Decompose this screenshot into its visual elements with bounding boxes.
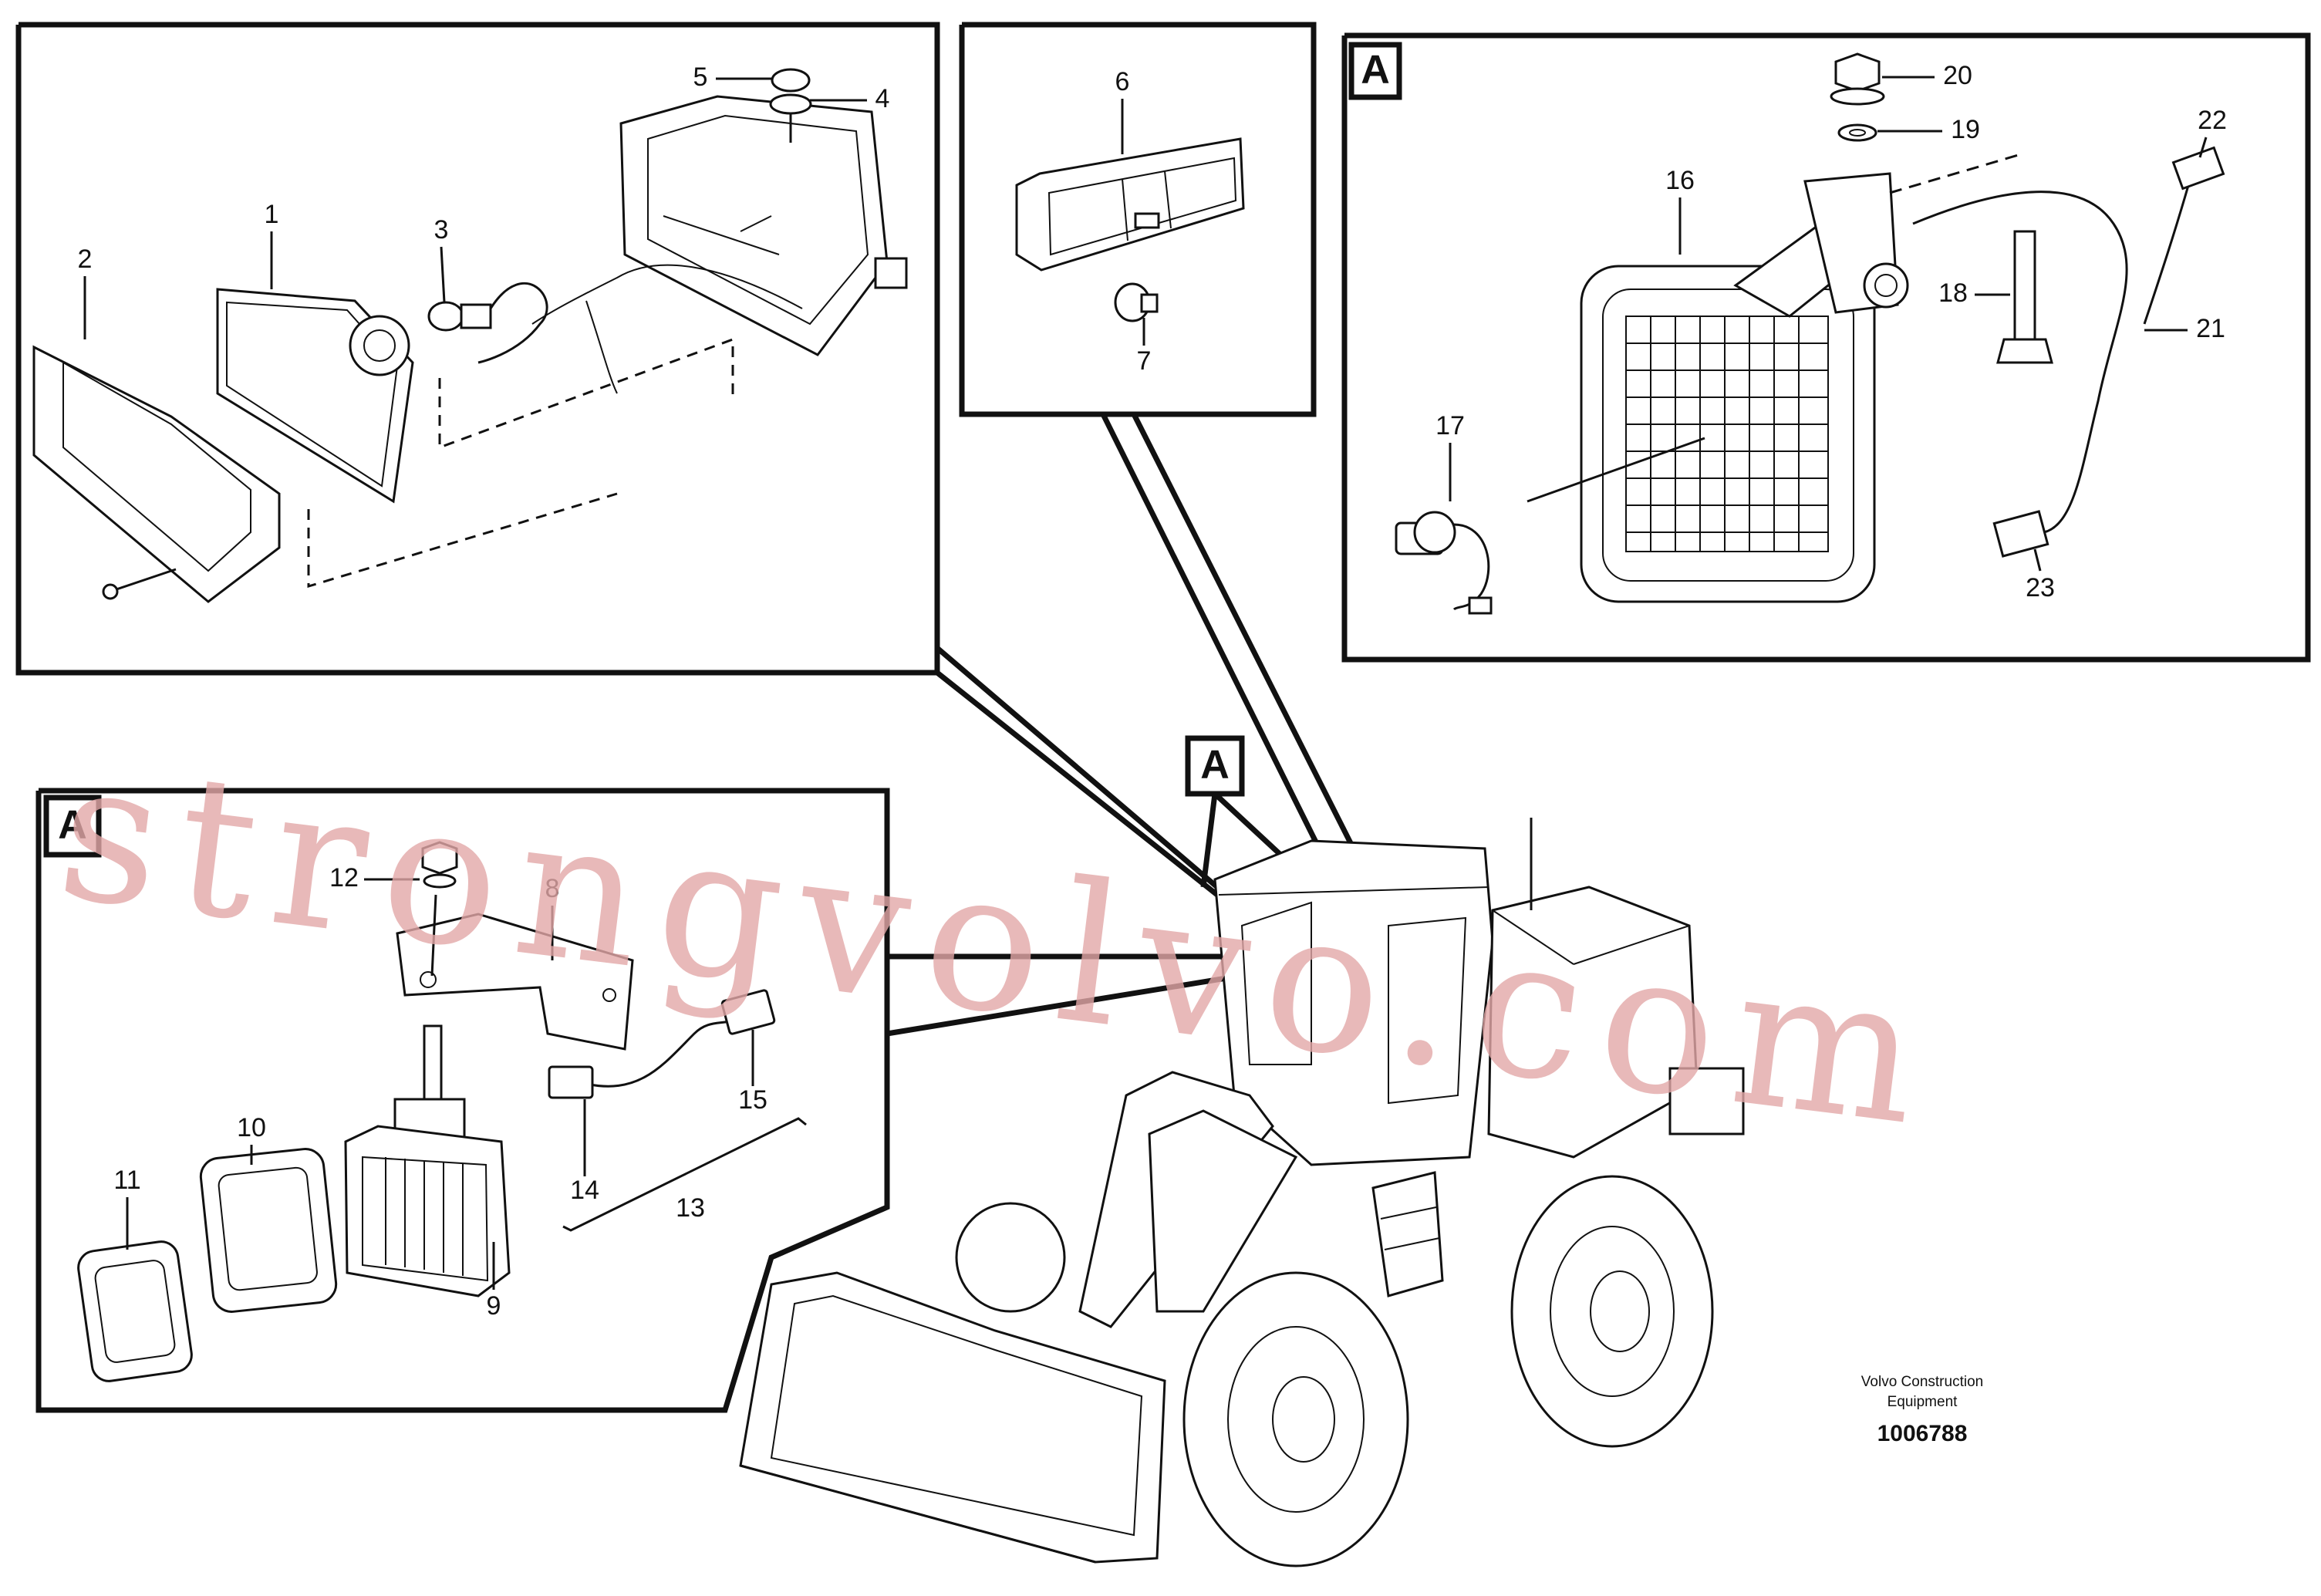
callout-22: 22 <box>2198 106 2227 135</box>
watermark: strongvolvo.com <box>49 717 1948 1170</box>
panel-mounting: A <box>35 788 890 1413</box>
interior-lamp <box>1015 137 1245 272</box>
callout-20: 20 <box>1943 61 1972 90</box>
work-light-bracket <box>1803 172 1909 314</box>
callout-8: 8 <box>545 874 560 903</box>
loader-mid-wheel <box>955 1202 1066 1313</box>
lamp-stud <box>393 1024 466 1143</box>
interior-lamp-bulb <box>1114 282 1159 322</box>
caption: Volvo Construction Equipment 1006788 <box>1861 1374 1983 1446</box>
loader-steps <box>1371 1171 1444 1297</box>
loader-bucket <box>739 1271 1166 1564</box>
headlamp-housing <box>619 95 908 356</box>
headlamp-bulb <box>427 282 548 364</box>
mount-bolt-top <box>421 841 458 977</box>
callout-18: 18 <box>1938 278 1968 308</box>
mount-bolt <box>1996 230 2053 364</box>
work-lamp-lens <box>199 1148 338 1313</box>
view-ref-machine: A <box>1200 743 1230 788</box>
view-ref-mid-left: A <box>58 803 87 848</box>
callout-12: 12 <box>329 863 359 892</box>
document-number: 1006788 <box>1877 1421 1968 1446</box>
callout-1: 1 <box>265 200 279 229</box>
housing-fins <box>385 1157 464 1276</box>
work-lamp-housing <box>344 1125 511 1297</box>
work-lamp-seal <box>77 1240 193 1382</box>
callout-23: 23 <box>2026 573 2055 602</box>
panel-interior-lamp: 6 7 <box>959 22 1317 417</box>
loader-boom <box>1078 1071 1298 1328</box>
callout-4: 4 <box>875 84 890 113</box>
work-light-grid <box>1626 316 1828 552</box>
work-light-bulb <box>1395 511 1493 615</box>
callout-16: 16 <box>1665 166 1695 195</box>
loader-front-wheel <box>1182 1271 1409 1567</box>
mount-bracket <box>396 913 634 1051</box>
callout-15: 15 <box>738 1085 767 1115</box>
callout-5: 5 <box>693 62 708 92</box>
loader-hood <box>1487 818 1745 1159</box>
callout-10: 10 <box>237 1113 266 1142</box>
caption-line-1: Volvo Construction <box>1861 1374 1983 1390</box>
callout-13: 13 <box>676 1193 705 1223</box>
headlamp-wire <box>531 264 803 325</box>
headlamp-lens <box>216 288 414 504</box>
bracket-bolt <box>1830 52 1885 106</box>
panel-work-light: A <box>1341 32 2311 663</box>
callout-17: 17 <box>1435 411 1465 440</box>
callout-21: 21 <box>2196 314 2225 343</box>
rim-screw <box>102 568 177 600</box>
headlamp-wire-2 <box>585 300 618 394</box>
callout-7: 7 <box>1137 346 1152 376</box>
panel-headlamp: 2 1 3 5 4 <box>15 22 940 676</box>
view-ref-box-mid-left <box>43 795 102 858</box>
callout-6: 6 <box>1115 67 1130 96</box>
callout-3: 3 <box>434 215 449 245</box>
callout-14: 14 <box>570 1176 599 1205</box>
callout-11: 11 <box>113 1166 140 1195</box>
callout-19: 19 <box>1951 115 1980 144</box>
loader-rear-wheel <box>1510 1175 1714 1448</box>
caption-line-2: Equipment <box>1887 1394 1958 1410</box>
wiring-harness <box>1912 146 2225 558</box>
callout-2: 2 <box>78 245 93 274</box>
view-ref-box-top-right <box>1348 42 1402 100</box>
housing-top-bolt <box>769 68 812 143</box>
view-ref-top-right: A <box>1361 48 1390 93</box>
lamp-cable <box>548 989 776 1099</box>
callout-9: 9 <box>487 1291 501 1321</box>
headlamp-rim <box>32 345 281 603</box>
bracket-washer <box>1837 123 1877 142</box>
wheel-loader: A <box>739 735 1745 1567</box>
